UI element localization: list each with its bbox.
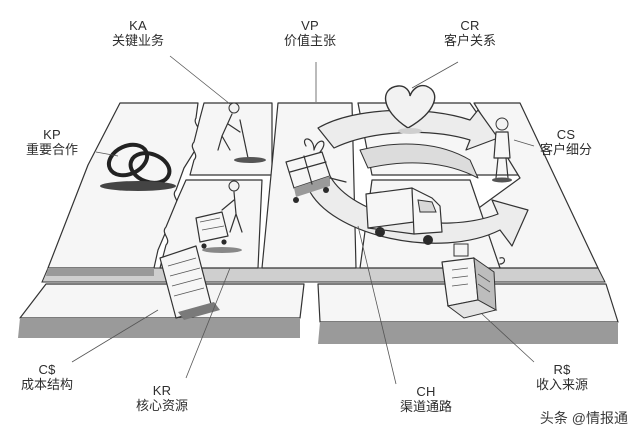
callout-ch bbox=[357, 225, 397, 385]
cost-board bbox=[19, 283, 305, 319]
heart-icon bbox=[384, 84, 436, 129]
callout-kr bbox=[185, 267, 231, 379]
label-ch-name: 渠道通路 bbox=[400, 399, 453, 415]
label-ch: CH 渠道通路 bbox=[400, 384, 452, 415]
label-ka-name: 关键业务 bbox=[112, 33, 165, 49]
label-cs: CS 客户细分 bbox=[540, 127, 592, 158]
callout-ka bbox=[169, 55, 231, 105]
channel-arrow-mid bbox=[359, 143, 479, 179]
ka-tile bbox=[189, 102, 273, 176]
label-kr-name: 核心资源 bbox=[136, 398, 189, 414]
label-kr-code: KR bbox=[152, 383, 172, 398]
label-ch-code: CH bbox=[416, 384, 436, 399]
label-vp-code: VP bbox=[301, 18, 319, 33]
callout-kp bbox=[95, 151, 119, 157]
worker-sweeping-icon bbox=[217, 102, 266, 163]
label-vp-name: 价值主张 bbox=[284, 33, 337, 49]
callout-cs bbox=[513, 139, 535, 147]
customer-figure-icon bbox=[492, 117, 512, 183]
label-cost-code: C$ bbox=[38, 362, 56, 377]
watermark: 头条 @情报通 bbox=[539, 410, 628, 426]
label-ka-code: KA bbox=[129, 18, 147, 33]
callout-lines bbox=[71, 55, 535, 385]
label-rev-code: R$ bbox=[553, 362, 571, 377]
interlocked-rings-icon bbox=[100, 142, 176, 191]
callout-cost bbox=[71, 309, 159, 363]
kp-tile-side bbox=[46, 268, 154, 276]
label-ka: KA 关键业务 bbox=[112, 18, 164, 49]
label-kp-code: KP bbox=[43, 127, 61, 142]
label-kp: KP 重要合作 bbox=[26, 127, 78, 158]
label-cr: CR 客户关系 bbox=[444, 18, 496, 49]
callout-cr bbox=[411, 61, 459, 89]
revenue-board-side bbox=[318, 322, 618, 344]
label-cr-code: CR bbox=[460, 18, 480, 33]
document-icon bbox=[159, 245, 220, 320]
label-vp: VP 价值主张 bbox=[284, 18, 336, 49]
worker-cart-icon bbox=[195, 180, 243, 253]
label-rev: R$ 收入来源 bbox=[536, 362, 588, 393]
label-cr-name: 客户关系 bbox=[444, 33, 497, 49]
label-rev-name: 收入来源 bbox=[536, 377, 589, 393]
label-cs-code: CS bbox=[556, 127, 576, 142]
callout-rev bbox=[481, 313, 535, 363]
label-kp-name: 重要合作 bbox=[26, 142, 79, 158]
label-cost-name: 成本结构 bbox=[21, 377, 74, 393]
gift-cart-icon bbox=[285, 138, 347, 203]
truck-icon bbox=[365, 187, 443, 245]
cost-board-side bbox=[18, 318, 300, 338]
cash-register-icon bbox=[441, 243, 506, 319]
label-cost: C$ 成本结构 bbox=[21, 362, 73, 393]
label-cs-name: 客户细分 bbox=[540, 142, 593, 158]
label-kr: KR 核心资源 bbox=[136, 383, 188, 414]
